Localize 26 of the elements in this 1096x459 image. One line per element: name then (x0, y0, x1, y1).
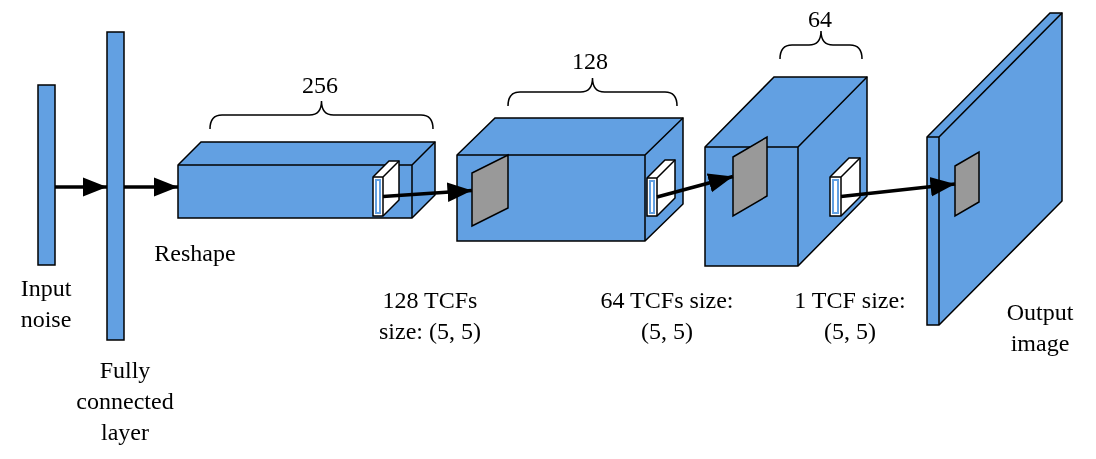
output-patch (955, 152, 979, 216)
feature-map-block (178, 142, 435, 218)
kernel-window (373, 161, 399, 216)
dimension-label: 64 (807, 5, 833, 34)
operation-label: Reshape (153, 239, 237, 268)
input-bar (38, 85, 55, 265)
layer-caption: Output image (1005, 298, 1075, 358)
output-patch (472, 155, 508, 226)
kernel-window (647, 160, 675, 216)
dimension-label: 128 (571, 47, 609, 76)
feature-map-block (457, 118, 683, 241)
feature-map-block (705, 77, 867, 266)
layer-spec-label: 128 TCFs size: (5, 5) (378, 286, 482, 346)
arrow (656, 173, 734, 199)
output-patch (733, 137, 767, 216)
arrow (55, 177, 107, 197)
layer-spec-label: 64 TCFs size: (5, 5) (599, 286, 735, 346)
layer-caption: Fully connected layer (75, 356, 175, 447)
arrow (382, 182, 473, 202)
dense-layer-bar (107, 32, 124, 340)
layer-spec-label: 1 TCF size: (5, 5) (793, 286, 907, 346)
dimension-label: 256 (301, 71, 339, 100)
arrow (124, 177, 178, 197)
kernel-window (830, 158, 860, 216)
layer-caption: Input noise (19, 274, 73, 334)
arrow (840, 176, 956, 199)
